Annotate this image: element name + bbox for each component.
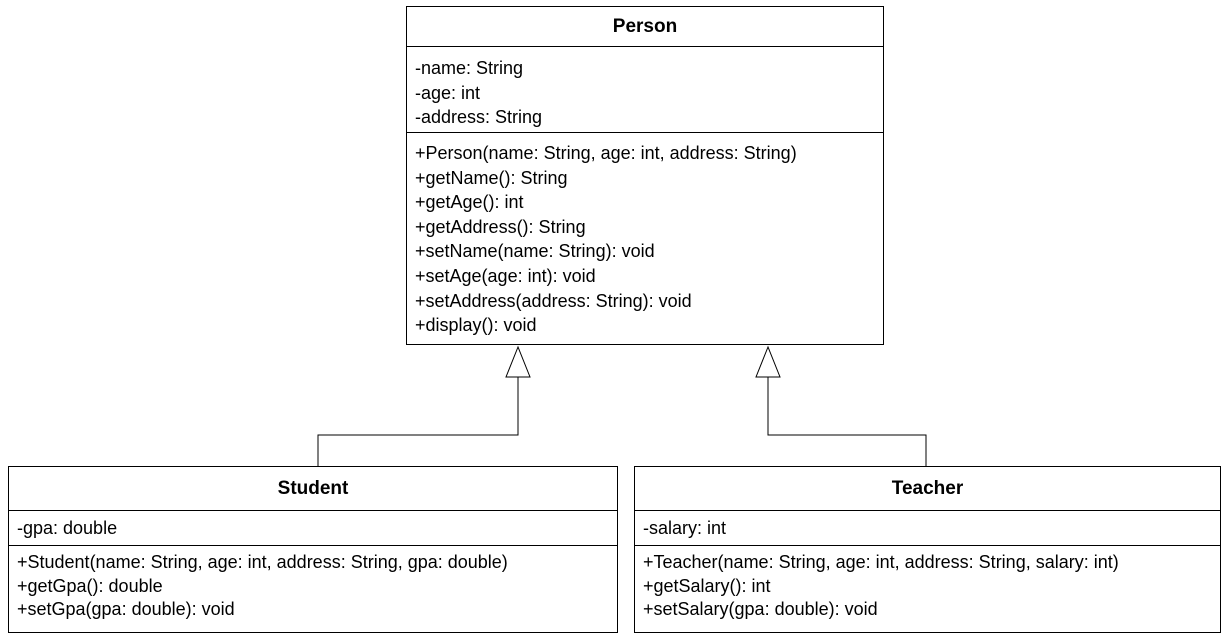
student-class[interactable]: Student -gpa: double +Student(name: Stri… bbox=[8, 466, 618, 633]
teacher-operation: +Teacher(name: String, age: int, address… bbox=[643, 552, 1119, 572]
person-operations: +Person(name: String, age: int, address:… bbox=[407, 133, 883, 338]
teacher-class[interactable]: Teacher -salary: int +Teacher(name: Stri… bbox=[634, 466, 1221, 633]
student-generalization-arrowhead bbox=[505, 345, 531, 378]
person-attribute: -address: String bbox=[415, 107, 543, 127]
student-operation: +setGpa(gpa: double): void bbox=[17, 599, 235, 619]
student-attributes: -gpa: double bbox=[9, 511, 617, 546]
teacher-attribute: -salary: int bbox=[643, 518, 727, 538]
person-attribute: -age: int bbox=[415, 82, 481, 103]
person-operation: +getAge(): int bbox=[415, 192, 524, 213]
student-operations: +Student(name: String, age: int, address… bbox=[9, 546, 617, 622]
teacher-operation: +getSalary(): int bbox=[643, 575, 771, 596]
person-operation: +display(): void bbox=[415, 315, 537, 336]
teacher-operations: +Teacher(name: String, age: int, address… bbox=[635, 546, 1220, 622]
teacher-class-name: Teacher bbox=[635, 467, 1220, 511]
teacher-generalization-edge bbox=[755, 345, 927, 466]
student-class-name: Student bbox=[9, 467, 617, 511]
teacher-attributes: -salary: int bbox=[635, 511, 1220, 546]
person-operation: +setAddress(address: String): void bbox=[415, 290, 692, 311]
person-operation: +Person(name: String, age: int, address:… bbox=[415, 143, 797, 163]
student-operation: +getGpa(): double bbox=[17, 575, 163, 596]
student-attribute: -gpa: double bbox=[17, 518, 118, 538]
person-class[interactable]: Person -name: String -age: int -address:… bbox=[406, 6, 884, 345]
person-operation: +getName(): String bbox=[415, 167, 568, 188]
teacher-operation: +setSalary(gpa: double): void bbox=[643, 599, 878, 619]
student-generalization-edge bbox=[317, 345, 531, 466]
person-class-name: Person bbox=[407, 7, 883, 47]
person-attributes: -name: String -age: int -address: String bbox=[407, 47, 883, 133]
person-operation: +setAge(age: int): void bbox=[415, 265, 596, 286]
person-operation: +setName(name: String): void bbox=[415, 241, 655, 262]
student-operation: +Student(name: String, age: int, address… bbox=[17, 552, 508, 572]
person-attribute: -name: String bbox=[415, 58, 524, 78]
teacher-generalization-line bbox=[767, 377, 927, 466]
person-operation: +getAddress(): String bbox=[415, 216, 586, 237]
teacher-generalization-arrowhead bbox=[755, 345, 781, 378]
student-generalization-line bbox=[317, 377, 519, 466]
